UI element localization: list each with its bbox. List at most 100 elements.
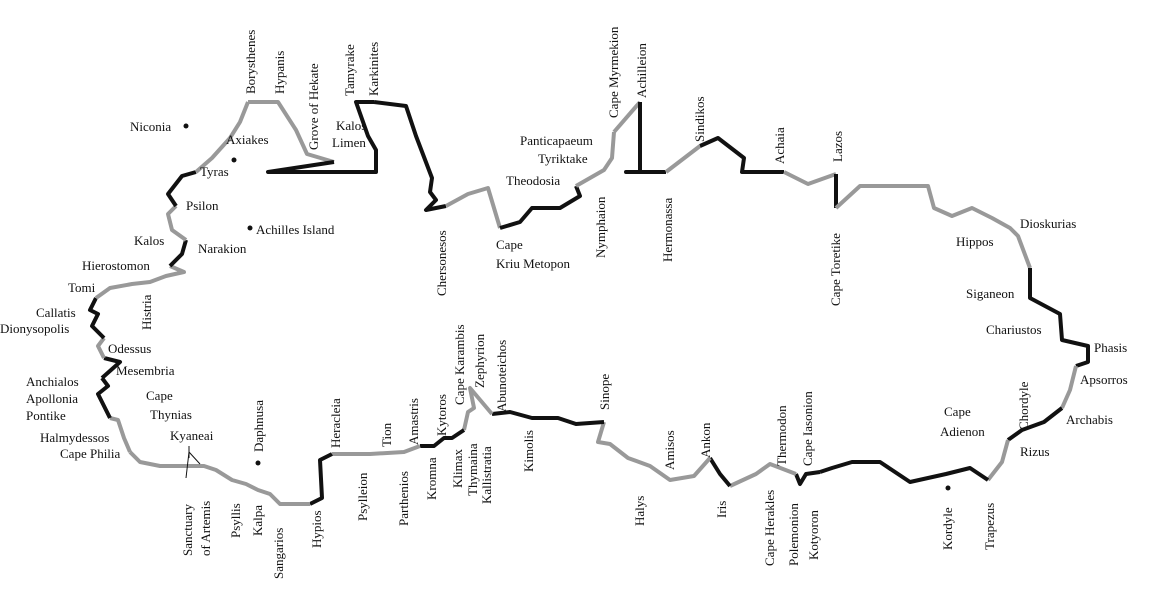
label-kalos-limen-1: Kalos — [336, 118, 366, 133]
coast-segment-27 — [309, 452, 333, 506]
coast-segment-37 — [166, 204, 188, 242]
coast-segment-28 — [190, 464, 310, 506]
coast-segment-19 — [794, 470, 821, 486]
achilles-island-dot — [247, 225, 253, 231]
label-cape-toretike: Cape Toretike — [828, 233, 843, 306]
coast-segment-4 — [445, 186, 502, 229]
coast-segment-11 — [783, 170, 837, 186]
label-theodosia: Theodosia — [506, 173, 560, 188]
label-kotyoron: Kotyoron — [806, 510, 821, 560]
label-heracleia: Heracleia — [328, 398, 343, 448]
label-axiakes: Axiakes — [226, 132, 269, 147]
label-rizus: Rizus — [1020, 444, 1050, 459]
coast-segment-36 — [168, 239, 188, 268]
coast-segment-14 — [1028, 268, 1090, 368]
label-callatis: Callatis — [36, 305, 76, 320]
label-borysthenes: Borysthenes — [243, 30, 258, 94]
label-cape-karambis: Cape Karambis — [452, 324, 467, 405]
coast-segment-9 — [664, 144, 702, 174]
coast-segment-32 — [100, 356, 122, 380]
label-apsorros: Apsorros — [1080, 372, 1128, 387]
label-halys: Halys — [632, 496, 647, 526]
label-psylleion: Psylleion — [355, 472, 370, 521]
label-psyllis: Psyllis — [228, 503, 243, 538]
label-odessus: Odessus — [108, 341, 151, 356]
label-siganeon: Siganeon — [966, 286, 1015, 301]
label-nymphaion: Nymphaion — [593, 196, 608, 258]
label-kordyle: Kordyle — [940, 507, 955, 550]
place-labels: Borysthenes Hypanis Grove of Hekate Tamy… — [0, 26, 1128, 579]
coast-segment-35 — [94, 264, 186, 300]
label-sanctuary-of-artemis-1: Sanctuary — [180, 504, 195, 556]
coast-segment-20 — [729, 462, 797, 488]
label-chordyle: Chordyle — [1016, 381, 1031, 430]
label-hypios: Hypios — [309, 510, 324, 548]
coast-segment-24 — [462, 386, 494, 431]
label-chersonesos: Chersonesos — [434, 230, 449, 296]
coast-segment-34 — [88, 297, 106, 340]
label-pontike: Pontike — [26, 408, 66, 423]
label-cape-adienon-2: Adienon — [940, 424, 985, 439]
coast-segment-16 — [1006, 406, 1064, 442]
coast-segment-2 — [266, 100, 378, 174]
label-apollonia: Apollonia — [26, 391, 78, 406]
label-amastris: Amastris — [406, 398, 421, 445]
label-kalos: Kalos — [134, 233, 164, 248]
label-tyriktake: Tyriktake — [538, 151, 588, 166]
label-narakion: Narakion — [198, 241, 247, 256]
label-abunoteichos: Abunoteichos — [494, 340, 509, 412]
label-anchialos: Anchialos — [26, 374, 79, 389]
coast-segment-38 — [166, 170, 197, 208]
label-pointers — [185, 446, 201, 479]
label-dioskurias: Dioskurias — [1020, 216, 1076, 231]
coast-segment-13 — [834, 184, 1032, 269]
label-kalos-limen-2: Limen — [332, 135, 366, 150]
label-parthenios: Parthenios — [396, 471, 411, 526]
label-cape-iasonion: Cape Iasonion — [800, 391, 815, 466]
label-hippos: Hippos — [956, 234, 994, 249]
label-sindikos: Sindikos — [692, 96, 707, 142]
coastline — [88, 100, 1090, 506]
coast-segment-39 — [194, 101, 250, 174]
label-cape-kriu-metopon-1: Cape — [496, 237, 523, 252]
label-lazos: Lazos — [830, 131, 845, 162]
label-iris: Iris — [714, 501, 729, 518]
coast-segment-33 — [96, 336, 106, 359]
sanctuary-pointer-2 — [188, 451, 201, 465]
label-hierostomon: Hierostomon — [82, 258, 150, 273]
label-kromna: Kromna — [424, 457, 439, 500]
label-cape-thynias-1: Cape — [146, 388, 173, 403]
label-cape-philia: Cape Philia — [60, 446, 121, 461]
label-sinope: Sinope — [597, 374, 612, 410]
coast-segment-22 — [596, 421, 712, 482]
label-achilles-island: Achilles Island — [256, 222, 335, 237]
coast-segment-8 — [624, 102, 666, 174]
label-cape-thynias-2: Thynias — [150, 407, 192, 422]
label-dionysopolis: Dionysopolis — [0, 321, 69, 336]
label-cape-kriu-metopon-2: Kriu Metopon — [496, 256, 571, 271]
niconia-dot — [183, 123, 189, 129]
label-chariustos: Chariustos — [986, 322, 1042, 337]
label-hypanis: Hypanis — [272, 51, 287, 94]
coast-segment-25 — [420, 428, 466, 448]
daphnusa-dot — [255, 460, 261, 466]
label-archabis: Archabis — [1066, 412, 1113, 427]
label-thymaina: Thymaina — [465, 443, 480, 496]
coast-segment-15 — [1060, 365, 1078, 409]
label-cape-herakles: Cape Herakles — [762, 490, 777, 566]
coast-segment-26 — [332, 444, 421, 456]
coast-segment-30 — [109, 416, 132, 453]
coast-segment-6 — [575, 131, 616, 188]
coast-segment-29 — [128, 450, 190, 468]
kordyle-dot — [945, 485, 951, 491]
label-kyaneai: Kyaneai — [170, 428, 214, 443]
coast-segment-1 — [248, 100, 335, 164]
label-tyras: Tyras — [200, 164, 229, 179]
label-kalpa: Kalpa — [250, 505, 265, 536]
label-kytoros: Kytoros — [434, 394, 449, 436]
tyras-dot — [231, 157, 237, 163]
coast-segment-10 — [699, 136, 784, 174]
label-histria: Histria — [139, 294, 154, 330]
label-hermonassa: Hermonassa — [660, 198, 675, 262]
